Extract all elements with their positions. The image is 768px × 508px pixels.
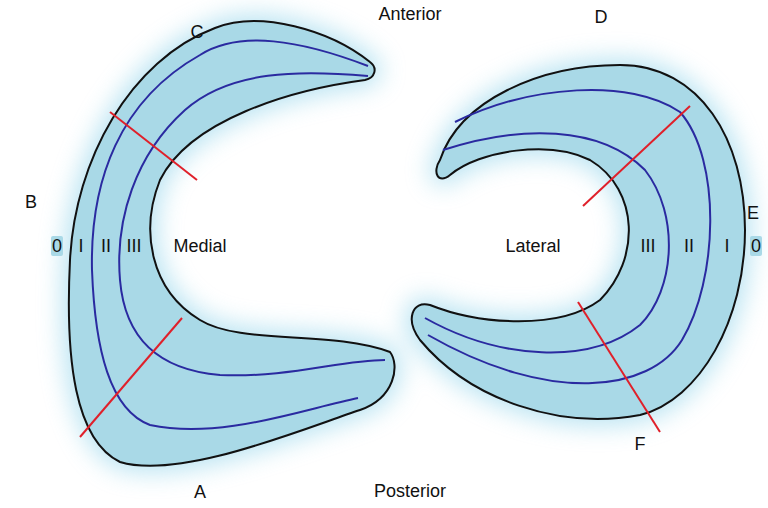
zone-line — [92, 41, 368, 430]
zone-number: I — [723, 236, 730, 256]
medial-meniscus — [69, 21, 395, 466]
lateral-meniscus — [412, 65, 745, 419]
region-letter: E — [747, 203, 759, 223]
meniscus-name: Medial — [173, 236, 226, 256]
section-line — [583, 106, 690, 206]
section-line — [80, 318, 182, 437]
zone-number: II — [683, 236, 695, 256]
section-line — [110, 112, 197, 180]
region-letter: C — [191, 22, 204, 42]
section-line — [578, 302, 660, 432]
glow — [69, 21, 745, 466]
region-letter: B — [25, 192, 37, 212]
zone-number: III — [639, 236, 656, 256]
zone-number: 0 — [51, 236, 63, 256]
zone-number: 0 — [750, 236, 762, 256]
meniscus-name: Lateral — [505, 236, 560, 256]
region-letter: A — [194, 482, 206, 502]
zone-number: III — [125, 236, 142, 256]
region-letter: D — [595, 7, 608, 27]
zone-line — [425, 133, 669, 352]
orientation-label: Anterior — [378, 4, 441, 24]
region-letter: F — [635, 434, 646, 454]
orientation-label: Posterior — [374, 481, 446, 501]
zone-number: I — [77, 236, 84, 256]
zone-line — [119, 73, 385, 375]
zone-number: II — [100, 236, 112, 256]
